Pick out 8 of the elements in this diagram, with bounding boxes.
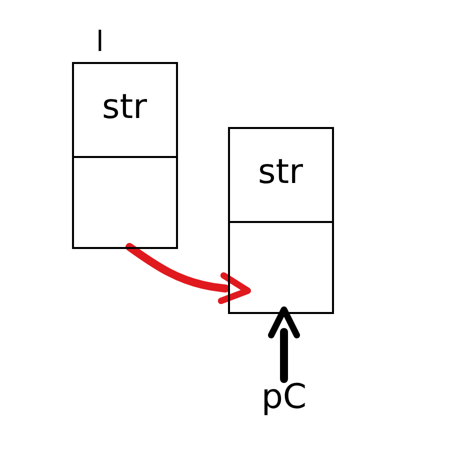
- arrow: [268, 306, 300, 383]
- struct-box: [72, 62, 178, 249]
- struct-box: [228, 127, 334, 314]
- variable-label: str: [100, 90, 148, 124]
- variable-label: pC: [260, 380, 308, 414]
- arrow: [126, 243, 251, 304]
- variable-label: l: [96, 28, 104, 56]
- variable-label: str: [256, 155, 304, 189]
